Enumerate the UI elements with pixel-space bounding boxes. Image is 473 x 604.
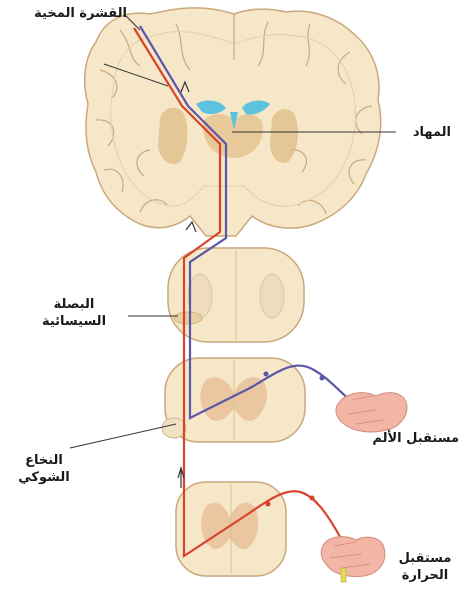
cortex-label: القشرة المخية [34,5,127,22]
medulla-label-line1: البصلة [22,296,126,313]
pain-receptor-skin [336,393,407,432]
pain-receptor-label: مستقبل الألم [372,430,459,447]
medulla-section [168,248,304,342]
spinal-section-lower [176,482,286,576]
heat-receptor-label-line1: مستقبل [394,550,456,567]
heat-receptor-label-line2: الحرارة [394,567,456,584]
spinal-cord-label-line1: النخاع [8,452,80,469]
medulla-label-line2: السيسائية [22,313,126,330]
medulla-label: البصلة السيسائية [22,296,126,330]
spinal-cord-label: النخاع الشوكي [8,452,80,486]
heat-receptor-label: مستقبل الحرارة [394,550,456,584]
brain-section [85,8,381,236]
heat-receptor-skin [321,537,385,582]
thalamus-label: المهاد [413,124,451,141]
spinal-cord-label-line2: الشوكي [8,469,80,486]
